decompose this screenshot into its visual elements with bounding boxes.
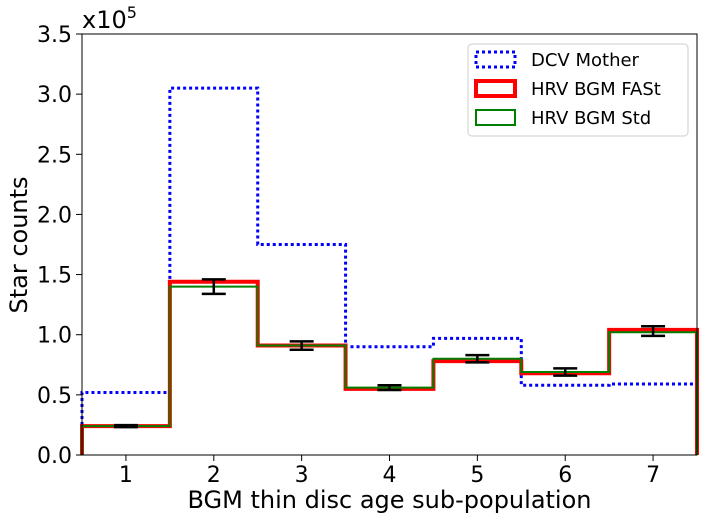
y-tick-label: 1.0 bbox=[37, 324, 72, 349]
y-multiplier-base: x10 bbox=[82, 6, 127, 34]
x-tick-label: 4 bbox=[383, 463, 397, 488]
legend-swatch-hrv-bgm-std bbox=[475, 109, 516, 126]
errorbar-layer bbox=[113, 278, 666, 429]
legend-box bbox=[467, 43, 689, 137]
x-axis-label: BGM thin disc age sub-population bbox=[188, 486, 592, 514]
x-tick-label: 7 bbox=[646, 463, 660, 488]
legend-label-dcv-mother: DCV Mother bbox=[531, 50, 640, 71]
error-bar bbox=[113, 423, 138, 429]
y-tick-label: 3.5 bbox=[37, 23, 72, 48]
error-bar bbox=[641, 325, 666, 338]
x-tick-label: 6 bbox=[558, 463, 572, 488]
x-axis-ticks: 1 2 3 4 5 6 7 bbox=[119, 455, 660, 488]
y-tick-label: 0.5 bbox=[37, 384, 72, 409]
series-layer bbox=[80, 86, 699, 455]
y-multiplier-exponent: 5 bbox=[127, 3, 137, 22]
y-tick-label: 3.0 bbox=[37, 83, 72, 108]
error-bar bbox=[289, 340, 314, 351]
x-tick-label: 3 bbox=[295, 463, 309, 488]
y-axis-label: Star counts bbox=[5, 176, 33, 313]
legend-swatch-dcv-mother bbox=[474, 50, 517, 69]
series-line-hrv-bgm-std bbox=[81, 285, 698, 455]
legend: DCV Mother HRV BGM FASt HRV BGM Std bbox=[467, 43, 689, 137]
error-bar bbox=[465, 353, 490, 364]
y-tick-label: 1.5 bbox=[37, 264, 72, 289]
legend-label-hrv-bgm-fast: HRV BGM FASt bbox=[531, 79, 661, 100]
y-axis-ticks: 0.0 0.5 1.0 1.5 2.0 2.5 3.0 3.5 bbox=[37, 23, 82, 469]
legend-swatch-hrv-bgm-fast bbox=[474, 79, 517, 98]
error-bar bbox=[553, 367, 578, 377]
legend-label-hrv-bgm-std: HRV BGM Std bbox=[531, 108, 651, 129]
y-tick-label: 0.0 bbox=[37, 444, 72, 469]
error-bar bbox=[377, 383, 402, 392]
error-bar bbox=[201, 278, 226, 296]
x-tick-label: 2 bbox=[207, 463, 221, 488]
y-tick-label: 2.0 bbox=[37, 203, 72, 228]
series-line-dcv-mother bbox=[80, 86, 699, 455]
series-line-hrv-bgm-fast bbox=[80, 279, 699, 455]
y-tick-label: 2.5 bbox=[37, 143, 72, 168]
x-tick-label: 1 bbox=[119, 463, 133, 488]
y-multiplier: x105 bbox=[82, 3, 137, 34]
x-tick-label: 5 bbox=[470, 463, 484, 488]
